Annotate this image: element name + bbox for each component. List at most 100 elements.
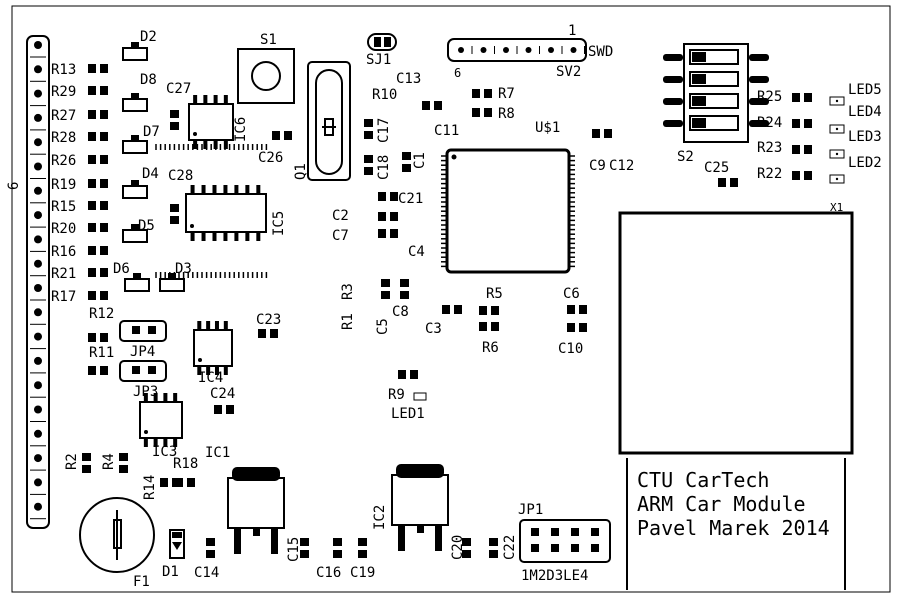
left-header-pins	[30, 41, 46, 520]
c18-label: C18	[376, 155, 392, 180]
r7-label: R7	[498, 86, 515, 102]
c4-label: C4	[408, 244, 425, 260]
header-pin	[34, 405, 42, 414]
r11-label: R11	[89, 345, 114, 361]
c15-label: C15	[286, 537, 302, 562]
smd-part	[88, 64, 108, 73]
smd-part	[88, 110, 108, 119]
smd-part	[489, 538, 498, 558]
ic3-chip	[139, 393, 183, 447]
d8-label: D8	[140, 72, 157, 88]
smd-part	[214, 405, 234, 414]
ic3-label: IC3	[152, 444, 177, 460]
dip-switch-s2	[663, 43, 769, 143]
smd-part	[88, 366, 108, 375]
sv2-pin	[503, 47, 509, 53]
r13-label: R13	[51, 62, 76, 78]
smd-part	[364, 119, 373, 139]
c28-label: C28	[168, 168, 193, 184]
smd-part	[88, 291, 108, 300]
jp3-label: JP3	[133, 384, 158, 400]
smd-part	[206, 538, 215, 558]
smd-part	[88, 246, 108, 255]
r18-label: R18	[173, 456, 198, 472]
ic2-label: IC2	[372, 505, 388, 530]
sv2-pin	[570, 47, 577, 53]
x1-label: X1	[830, 201, 843, 214]
jp4-label: JP4	[130, 344, 155, 360]
header-pin	[34, 429, 42, 438]
smd-part	[398, 370, 418, 379]
r15-label: R15	[51, 199, 76, 215]
r16-label: R16	[51, 244, 76, 260]
smd-part	[82, 453, 91, 473]
header-pin	[34, 138, 42, 147]
regulator-ic1	[227, 467, 285, 554]
c13-label: C13	[396, 71, 421, 87]
c2-label: C2	[332, 208, 349, 224]
smd-part	[333, 538, 342, 558]
smd-part	[378, 192, 398, 201]
r9-label: R9	[388, 387, 405, 403]
header-pin	[34, 113, 42, 122]
sv2-pin	[548, 47, 554, 53]
r12-label: R12	[89, 306, 114, 322]
header-pin	[34, 186, 42, 195]
smd-part	[479, 322, 499, 331]
jumper-jp4	[119, 320, 167, 342]
smd-part	[378, 212, 398, 221]
jumper-jp3	[119, 360, 167, 382]
d1-label: D1	[162, 564, 179, 580]
smd-part	[400, 279, 409, 299]
c3-label: C3	[425, 321, 442, 337]
r14-label: R14	[142, 475, 158, 500]
c24-label: C24	[210, 386, 235, 402]
smd-part	[258, 329, 278, 338]
smd-part	[88, 268, 108, 277]
title-line-2: ARM Car Module	[637, 492, 806, 516]
header-pin	[34, 211, 42, 220]
r1-label: R1	[340, 313, 356, 330]
smd-part	[88, 333, 108, 342]
sj1-label: SJ1	[366, 52, 391, 68]
c14-label: C14	[194, 565, 219, 581]
smd-part	[381, 279, 390, 299]
r10-label: R10	[372, 87, 397, 103]
header-pin	[34, 454, 42, 463]
c26-label: C26	[258, 150, 283, 166]
d5-label: D5	[138, 218, 155, 234]
smd-part	[88, 201, 108, 210]
smd-diode	[122, 180, 148, 199]
c5-label: C5	[375, 318, 391, 335]
header-pin	[34, 89, 42, 98]
c25-label: C25	[704, 160, 729, 176]
smd-diode	[122, 42, 148, 61]
c7-label: C7	[332, 228, 349, 244]
left-pin-header	[26, 35, 50, 529]
smd-diode	[122, 224, 148, 243]
board-outline	[11, 5, 891, 593]
header-pin	[34, 478, 42, 487]
sv2-pin6-label: 6	[454, 66, 461, 80]
header-pin	[34, 41, 42, 49]
smd-part	[119, 453, 128, 473]
header-pin	[34, 356, 42, 365]
ic5-label: IC5	[271, 211, 287, 236]
smd-part	[170, 204, 179, 224]
smd-part	[567, 305, 587, 314]
header-pin	[34, 162, 42, 171]
title-line-3: Pavel Marek 2014	[637, 516, 830, 540]
r27-label: R27	[51, 108, 76, 124]
r6-label: R6	[482, 340, 499, 356]
switch-s1	[237, 48, 295, 104]
r8-label: R8	[498, 106, 515, 122]
smd-part	[364, 155, 373, 175]
ic4-chip	[193, 321, 233, 375]
f1-label: F1	[133, 574, 150, 590]
c1-label: C1	[412, 152, 428, 169]
smd-part	[442, 305, 462, 314]
header-pin	[34, 308, 42, 317]
c8-label: C8	[392, 304, 409, 320]
smd-part	[170, 110, 179, 130]
